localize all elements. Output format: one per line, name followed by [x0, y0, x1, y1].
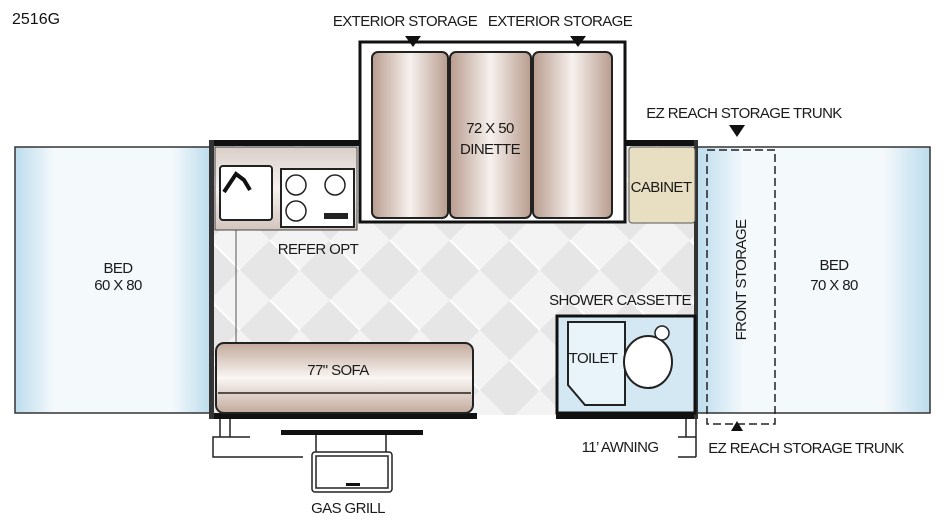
stove-controls [324, 213, 348, 219]
wall-top-right [626, 140, 698, 146]
label-refer: REFER OPT [278, 241, 359, 258]
label-dinette: DINETTE [460, 141, 521, 158]
dinette-bench-right [532, 51, 613, 219]
label-front-storage: FRONT STORAGE [733, 219, 750, 340]
label-gas-grill: GAS GRILL [311, 500, 385, 517]
label-exterior-storage-right: EXTERIOR STORAGE [488, 13, 633, 30]
label-dinette-size: 72 X 50 [466, 120, 514, 137]
cabinet [628, 146, 696, 224]
faucet-icon [222, 171, 252, 194]
label-bed-right-size: 70 X 80 [810, 277, 858, 294]
label-ez-reach-top: EZ REACH STORAGE TRUNK [646, 105, 842, 122]
label-cabinet: CABINET [631, 179, 692, 196]
arrow-icons [405, 36, 745, 431]
sink [219, 165, 273, 221]
wall-bottom-left [209, 413, 477, 419]
label-shower-cassette: SHOWER CASSETTE [549, 292, 691, 309]
wall-top-left [211, 140, 359, 146]
label-bed-right: BED [819, 257, 849, 274]
gas-grill [311, 435, 393, 493]
entry-step [212, 419, 697, 458]
sofa [215, 342, 474, 414]
front-storage [706, 149, 776, 425]
grill-rail [281, 430, 423, 435]
model-number: 2516G [12, 11, 60, 28]
bed-right [696, 146, 931, 414]
dinette-bench-left [371, 51, 449, 219]
label-toilet: TOILET [569, 350, 618, 367]
dinette-table [449, 51, 532, 219]
bed-left [14, 146, 212, 414]
toilet-icon [623, 335, 673, 389]
label-bed-left-size: 60 X 80 [94, 277, 142, 294]
label-sofa: 77" SOFA [307, 362, 369, 379]
label-bed-left: BED [103, 260, 133, 277]
label-ez-reach-bottom: EZ REACH STORAGE TRUNK [708, 440, 904, 457]
label-exterior-storage-left: EXTERIOR STORAGE [333, 13, 478, 30]
shower-pan [567, 321, 626, 406]
label-awning: 11’ AWNING [582, 439, 659, 456]
wall-bottom-right [556, 413, 698, 419]
burner-icons [285, 174, 346, 222]
